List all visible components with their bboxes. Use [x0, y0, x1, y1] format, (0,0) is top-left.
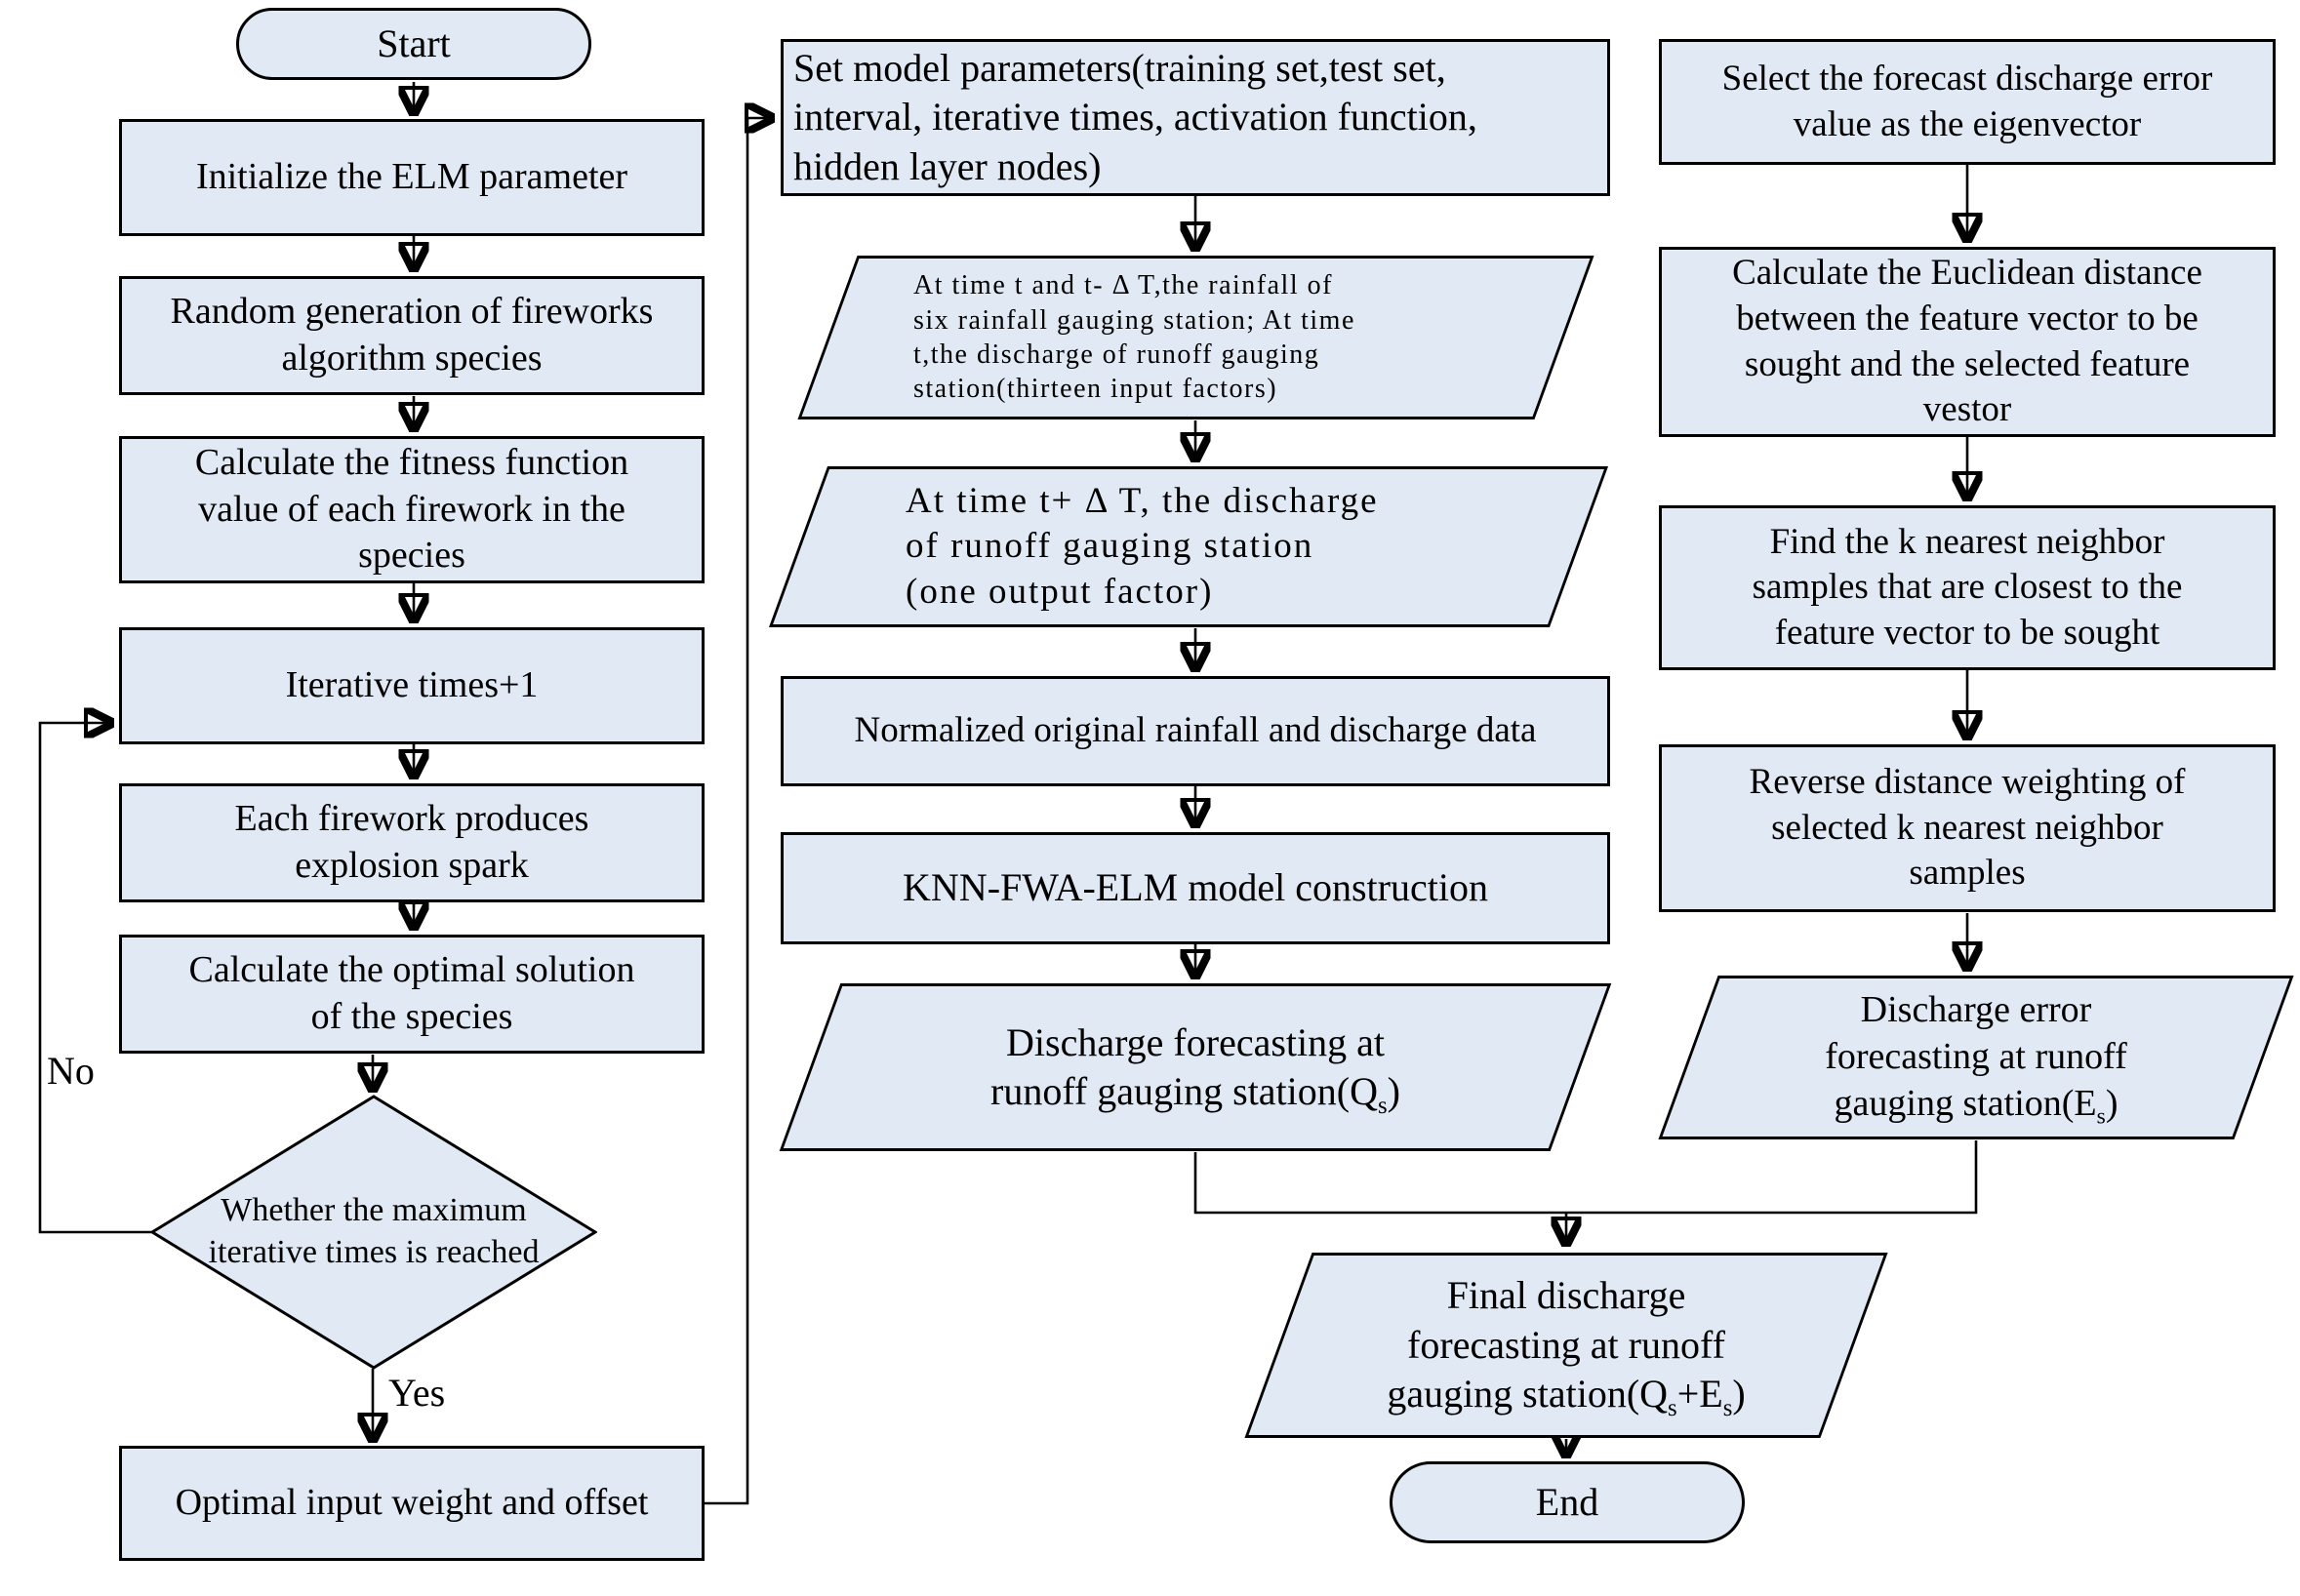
node-normalize-data: Normalized original rainfall and dischar…: [781, 676, 1610, 786]
node-output-factor: At time t+ Δ T, the discharge of runoff …: [798, 466, 1579, 627]
node-optimal-weight-offset: Optimal input weight and offset: [119, 1446, 705, 1561]
node-initialize-elm-label: Initialize the ELM parameter: [195, 156, 628, 198]
node-select-error-eigenvector-label: Select the forecast discharge error valu…: [1721, 58, 2213, 144]
node-find-k-nearest-label: Find the k nearest neighbor samples that…: [1752, 521, 2183, 653]
node-input-factors-label: At time t and t- Δ T,the rainfall of six…: [913, 270, 1355, 405]
node-optimal-weight-offset-label: Optimal input weight and offset: [175, 1482, 649, 1524]
edge-decision-iter-no: [38, 723, 151, 1234]
node-iterative-times: Iterative times+1: [119, 627, 705, 744]
node-decision-label: Whether the maximum iterative times is r…: [208, 1192, 540, 1270]
node-initialize-elm: Initialize the ELM parameter: [119, 119, 705, 236]
node-start-label: Start: [377, 20, 451, 65]
node-reverse-distance-weighting: Reverse distance weighting of selected k…: [1659, 744, 2276, 912]
node-random-generation-label: Random generation of fireworks algorithm…: [170, 291, 654, 379]
node-knn-fwa-elm-construction-label: KNN-FWA-ELM model construction: [903, 865, 1488, 910]
node-set-model-parameters-label: Set model parameters(training set,test s…: [793, 45, 1477, 188]
node-set-model-parameters: Set model parameters(training set,test s…: [781, 39, 1610, 196]
node-euclidean-distance: Calculate the Euclidean distance between…: [1659, 247, 2276, 437]
node-calculate-fitness-label: Calculate the fitness function value of …: [194, 441, 629, 577]
node-decision-max-iterations: Whether the maximum iterative times is r…: [150, 1095, 597, 1370]
edge-optimal-setparams: [705, 118, 772, 1505]
edge-label-yes: Yes: [388, 1371, 446, 1415]
decision-diamond-shape: [150, 1095, 597, 1370]
node-normalize-data-label: Normalized original rainfall and dischar…: [854, 710, 1537, 751]
node-knn-fwa-elm-construction: KNN-FWA-ELM model construction: [781, 832, 1610, 944]
node-start: Start: [236, 8, 591, 80]
node-optimal-solution-label: Calculate the optimal solution of the sp…: [188, 949, 635, 1037]
node-select-error-eigenvector: Select the forecast discharge error valu…: [1659, 39, 2276, 165]
edge-label-no: No: [47, 1049, 95, 1093]
node-iterative-times-label: Iterative times+1: [285, 664, 539, 706]
node-optimal-solution: Calculate the optimal solution of the sp…: [119, 935, 705, 1054]
node-reverse-distance-weighting-label: Reverse distance weighting of selected k…: [1749, 762, 2186, 894]
node-euclidean-distance-label: Calculate the Euclidean distance between…: [1732, 253, 2202, 430]
edge-merge-qs-es: [1193, 1140, 1978, 1215]
node-random-generation: Random generation of fireworks algorithm…: [119, 276, 705, 395]
node-end: End: [1390, 1461, 1745, 1543]
node-explosion-spark: Each firework produces explosion spark: [119, 783, 705, 902]
node-explosion-spark-label: Each firework produces explosion spark: [234, 798, 589, 886]
node-find-k-nearest: Find the k nearest neighbor samples that…: [1659, 505, 2276, 670]
node-input-factors: At time t and t- Δ T,the rainfall of six…: [827, 256, 1564, 419]
node-calculate-fitness: Calculate the fitness function value of …: [119, 436, 705, 583]
node-output-factor-label: At time t+ Δ T, the discharge of runoff …: [906, 480, 1379, 612]
node-end-label: End: [1535, 1479, 1599, 1524]
